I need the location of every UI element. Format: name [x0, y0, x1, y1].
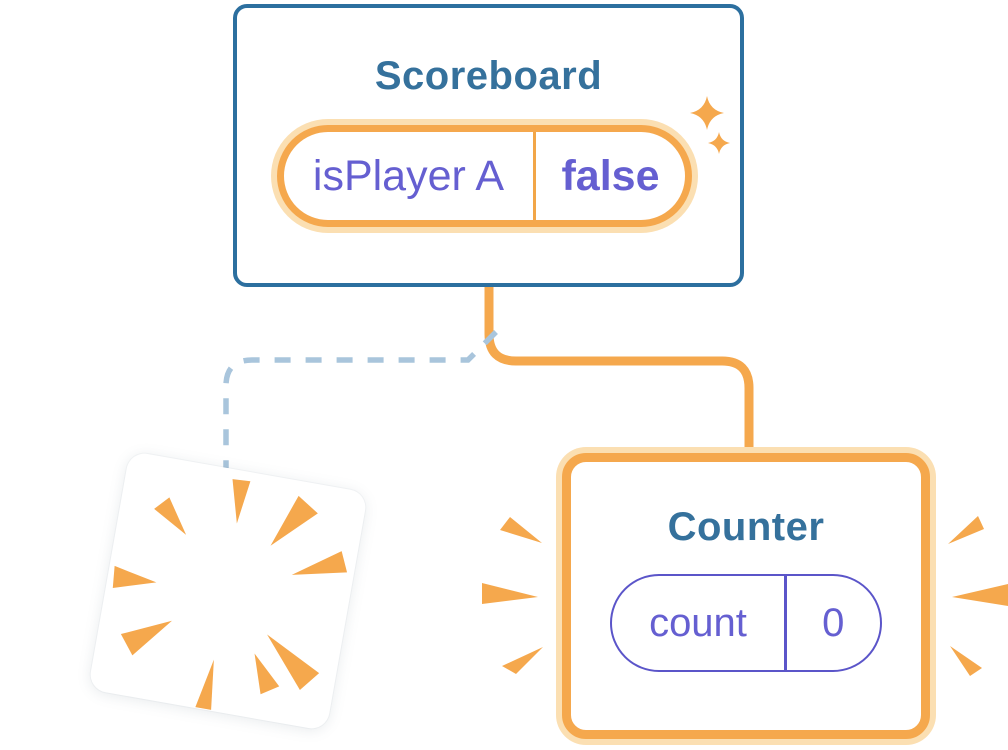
counter-card-inner: Counter count 0: [562, 453, 930, 739]
state-key-label: count: [649, 600, 747, 645]
solid-connector-line: [484, 286, 754, 452]
scoreboard-state-pill: isPlayer A false: [271, 119, 698, 233]
state-value-label: false: [561, 151, 660, 200]
counter-state-pill: count 0: [610, 574, 882, 672]
pill-divider: [533, 132, 536, 220]
emphasis-marks-left-icon: [482, 517, 543, 674]
dashed-connector-line: [223, 330, 498, 468]
counter-title: Counter: [667, 505, 825, 549]
emphasis-marks-right-icon: [948, 516, 1008, 676]
counter-component-card: Counter count 0: [556, 447, 936, 745]
scoreboard-component-card: Scoreboard isPlayer A false: [233, 4, 744, 287]
scoreboard-title: Scoreboard: [374, 54, 603, 98]
destroyed-counter-card: [87, 450, 369, 732]
state-value-label: 0: [822, 600, 845, 645]
scoreboard-state-pill-inner: isPlayer A false: [277, 125, 692, 227]
state-key-label: isPlayer A: [312, 151, 505, 200]
poof-burst-icon: [112, 479, 348, 710]
pill-divider: [784, 576, 787, 670]
sparkle-icon: [690, 96, 730, 154]
